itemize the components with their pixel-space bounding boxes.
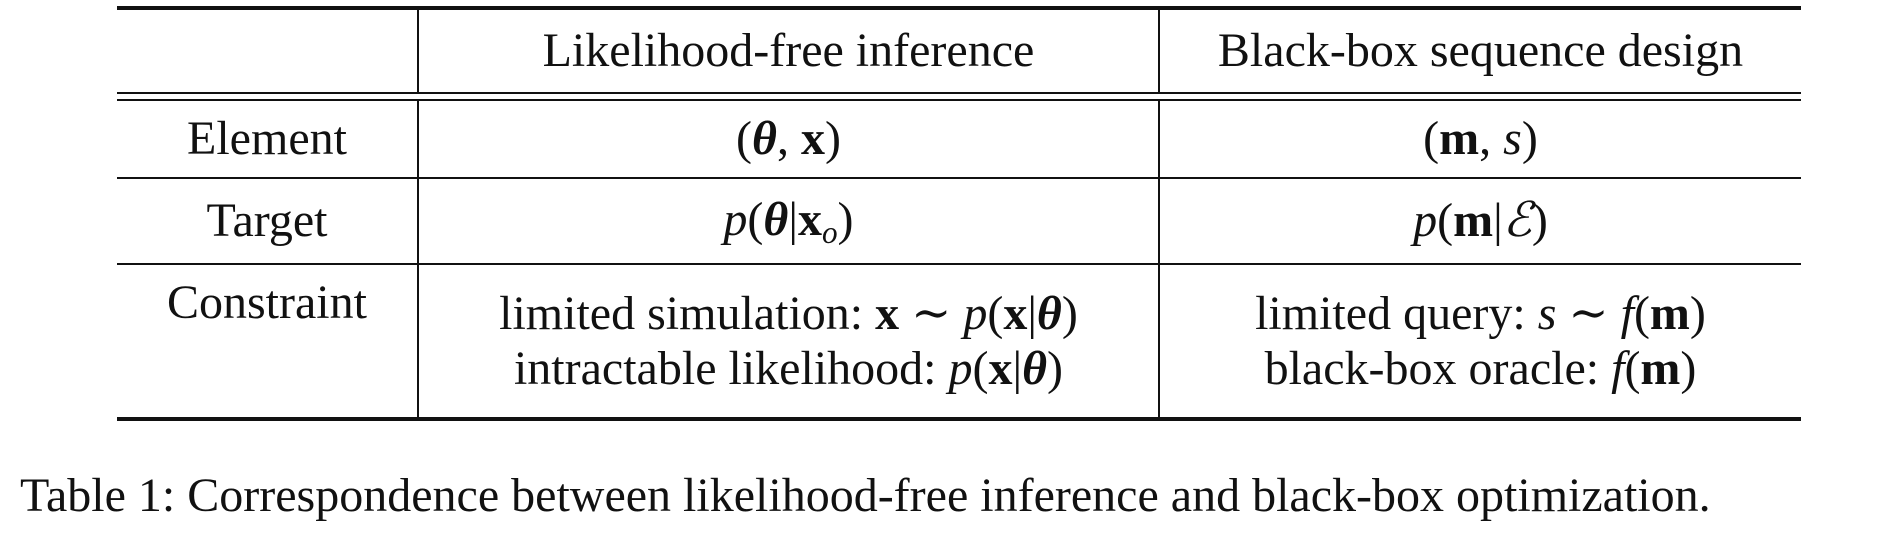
header-empty-cell	[117, 6, 419, 94]
correspondence-table-container: Likelihood-free inference Black-box sequ…	[117, 6, 1801, 421]
header-double-rule	[117, 93, 1801, 101]
header-row: Likelihood-free inference Black-box sequ…	[117, 6, 1801, 94]
element-lfi-cell: (θ, x)	[417, 100, 1160, 179]
target-bbd-cell: p(m|ℰ)	[1158, 178, 1801, 265]
constraint-lfi-line-2: intractable likelihood: p(x|θ)	[513, 342, 1063, 395]
table-caption: Table 1: Correspondence between likeliho…	[20, 469, 1711, 522]
row-label-constraint: Constraint	[117, 264, 419, 421]
row-label-element: Element	[117, 100, 419, 179]
row-label-target: Target	[117, 178, 419, 265]
table-row-element: Element (θ, x) (m, s)	[117, 100, 1801, 179]
constraint-bbd-line-1: limited query: s ∼ f(m)	[1255, 286, 1706, 340]
constraint-bbd-cell: limited query: s ∼ f(m) black-box oracle…	[1158, 264, 1801, 421]
constraint-lfi-line-1: limited simulation: x ∼ p(x|θ)	[499, 286, 1078, 340]
target-lfi-cell: p(θ|xo)	[417, 178, 1160, 265]
element-bbd-cell: (m, s)	[1158, 100, 1801, 179]
header-black-box-sequence-design: Black-box sequence design	[1158, 6, 1801, 94]
constraint-lfi-cell: limited simulation: x ∼ p(x|θ) intractab…	[417, 264, 1160, 421]
constraint-bbd-line-2: black-box oracle: f(m)	[1264, 342, 1697, 395]
table-row-target: Target p(θ|xo) p(m|ℰ)	[117, 178, 1801, 265]
header-likelihood-free-inference: Likelihood-free inference	[417, 6, 1160, 94]
correspondence-table: Likelihood-free inference Black-box sequ…	[117, 6, 1801, 421]
table-row-constraint: Constraint limited simulation: x ∼ p(x|θ…	[117, 264, 1801, 421]
